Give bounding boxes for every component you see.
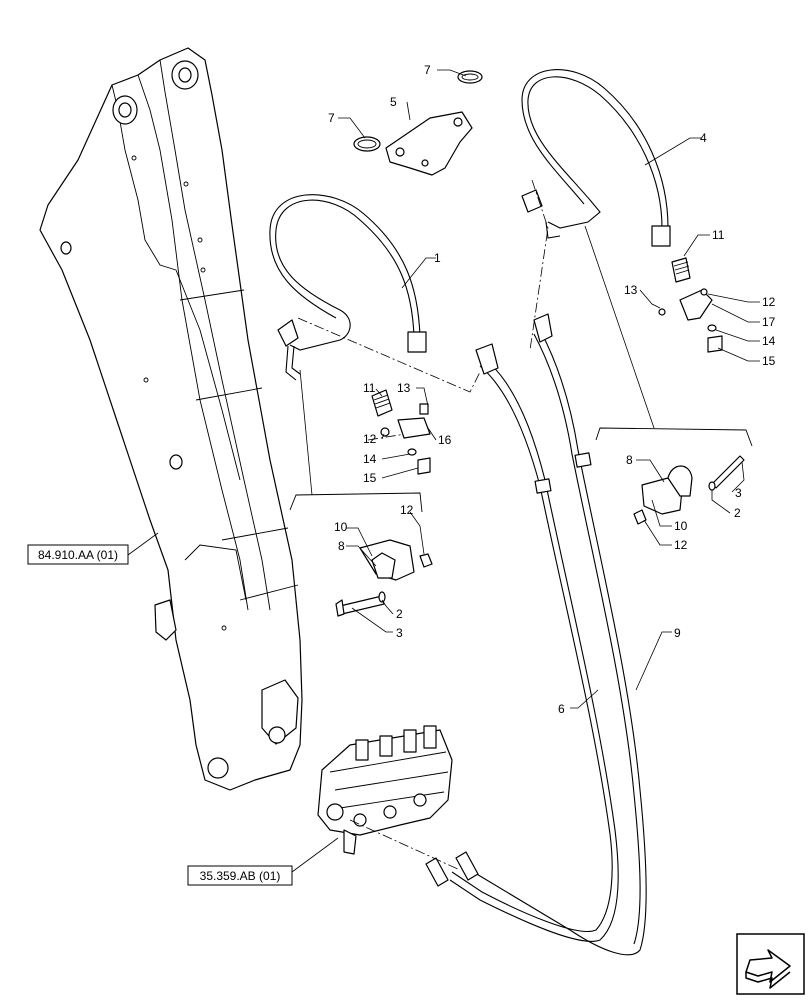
leader-lines xyxy=(338,69,760,709)
callout-11-center[interactable]: 11 xyxy=(363,381,376,395)
callout-12-right[interactable]: 12 xyxy=(762,295,776,309)
hose-part-1 xyxy=(269,194,427,381)
valve-reference-label: 35.359.AB (01) xyxy=(200,869,281,883)
callout-7-lower[interactable]: 7 xyxy=(328,111,335,125)
callout-10-left[interactable]: 10 xyxy=(334,520,348,534)
hose-fittings-lower xyxy=(425,851,479,887)
clamp-part-7-lower xyxy=(353,136,381,152)
hose-part-6 xyxy=(449,343,619,942)
callout-13-center[interactable]: 13 xyxy=(397,381,411,395)
boom-reference[interactable]: 84.910.AA (01) xyxy=(27,532,159,565)
callout-1[interactable]: 1 xyxy=(434,251,441,265)
callout-15-right[interactable]: 15 xyxy=(762,354,776,368)
callout-3-left[interactable]: 3 xyxy=(396,626,403,640)
bracket-part-5 xyxy=(385,111,473,176)
control-valve xyxy=(317,725,453,855)
callout-2-right[interactable]: 2 xyxy=(734,506,741,520)
callout-4[interactable]: 4 xyxy=(700,131,707,145)
callout-14-center[interactable]: 14 xyxy=(363,452,377,466)
callout-12-left[interactable]: 12 xyxy=(400,503,414,517)
boom-arm xyxy=(39,47,303,791)
callout-6[interactable]: 6 xyxy=(558,702,565,716)
callout-16[interactable]: 16 xyxy=(438,433,452,447)
clamp-assembly-right xyxy=(584,225,753,525)
fitting-assembly-right xyxy=(658,257,723,353)
callout-10-right[interactable]: 10 xyxy=(674,519,688,533)
next-page-arrow-icon[interactable] xyxy=(736,933,805,995)
callout-12-lower-right[interactable]: 12 xyxy=(674,538,688,552)
callout-15-center[interactable]: 15 xyxy=(363,471,377,485)
callout-13-right[interactable]: 13 xyxy=(624,283,638,297)
callout-17[interactable]: 17 xyxy=(762,315,776,329)
boom-reference-label: 84.910.AA (01) xyxy=(38,548,118,562)
callout-2-left[interactable]: 2 xyxy=(396,607,403,621)
callout-9[interactable]: 9 xyxy=(674,626,681,640)
callout-11-right[interactable]: 11 xyxy=(712,228,725,242)
fitting-assembly-center xyxy=(371,389,431,475)
callout-7-upper[interactable]: 7 xyxy=(424,63,431,77)
callouts: 1 2 2 3 3 4 5 6 7 7 8 8 9 10 10 11 11 12… xyxy=(328,63,776,716)
clamp-assembly-left xyxy=(289,369,433,617)
hose-part-4 xyxy=(521,69,671,247)
hose-part-9 xyxy=(469,313,647,956)
callout-3-right[interactable]: 3 xyxy=(735,486,742,500)
clamp-part-7-upper xyxy=(457,70,483,84)
callout-8-right[interactable]: 8 xyxy=(626,453,633,467)
callout-12-center[interactable]: 12 xyxy=(363,432,377,446)
callout-8-left[interactable]: 8 xyxy=(338,539,345,553)
callout-5[interactable]: 5 xyxy=(390,95,397,109)
valve-reference[interactable]: 35.359.AB (01) xyxy=(187,837,339,886)
callout-14-right[interactable]: 14 xyxy=(762,334,776,348)
